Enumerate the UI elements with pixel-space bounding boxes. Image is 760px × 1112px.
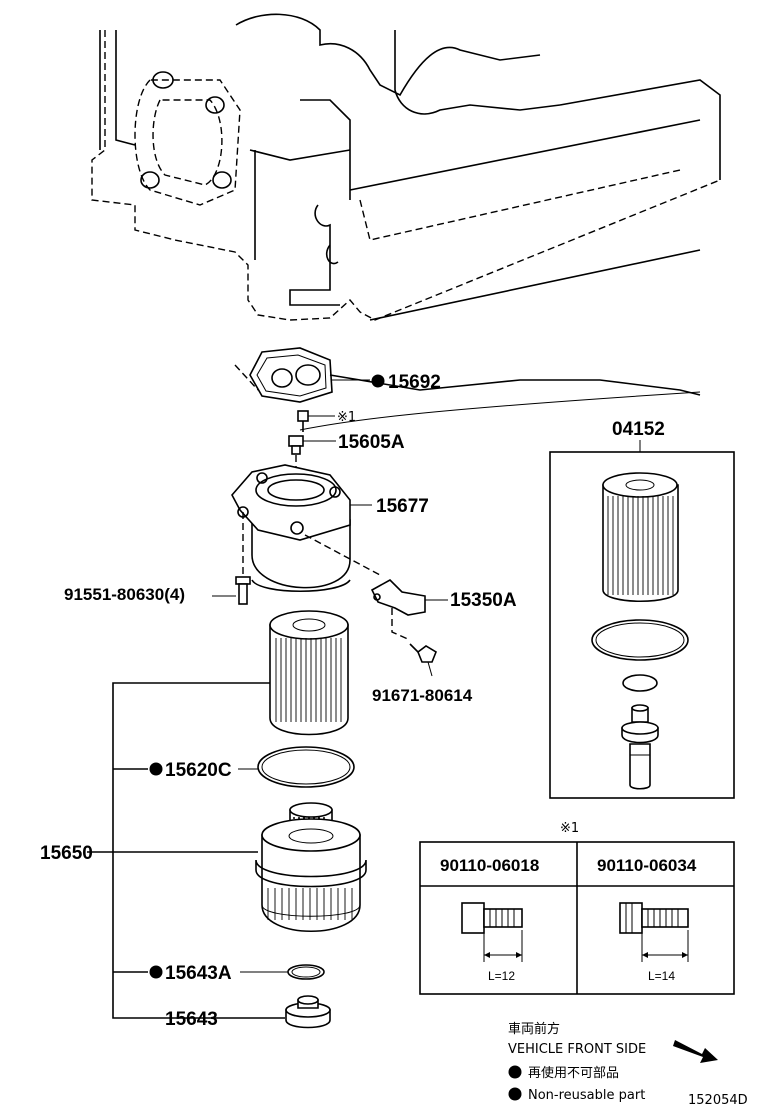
label-91671: 91671-80614: [372, 686, 473, 705]
engine-block: [91, 13, 721, 321]
assembly-bracket: [87, 682, 288, 1019]
table-col2-header: 90110-06034: [597, 856, 697, 875]
label-15677: 15677: [376, 496, 429, 517]
nonreusable-dot-icon: [508, 1087, 522, 1101]
label-15643: 15643: [165, 1009, 218, 1030]
diagram-id: 152054D: [688, 1093, 748, 1108]
filter-element: [269, 610, 349, 736]
label-15350A: 15350A: [450, 590, 517, 611]
kit-small-oring: [622, 674, 658, 692]
screw-91671: [409, 643, 437, 677]
label-15650: 15650: [40, 843, 93, 864]
dim-l12: L=12: [488, 969, 515, 983]
plug-15605A: [288, 435, 336, 475]
legend-front-jp: 車両前方: [508, 1021, 560, 1037]
bolt-06018-drawing: [461, 902, 523, 962]
label-15692: 15692: [388, 372, 441, 393]
drain-plug-15643: [285, 995, 331, 1029]
kit-filter-element: [602, 472, 679, 602]
label-15605A: 15605A: [338, 432, 405, 453]
nonreusable-dot-icon: [371, 374, 385, 388]
gasket-15643A: [287, 964, 325, 980]
filter-cap: [255, 802, 367, 932]
label-04152: 04152: [612, 419, 665, 440]
nonreusable-dot-icon: [149, 762, 163, 776]
nonreusable-dot-icon: [508, 1065, 522, 1079]
filter-bracket-15677: [231, 464, 381, 592]
table-col1-header: 90110-06018: [440, 856, 539, 875]
label-ref1: ※1: [337, 410, 356, 425]
dim-l14: L=14: [648, 969, 675, 983]
kit-04152-box: [549, 451, 735, 799]
bolt-ref1: [297, 410, 335, 432]
label-91551: 91551-80630(4): [64, 585, 185, 604]
nonreusable-dot-icon: [149, 965, 163, 979]
gasket-15692: [234, 347, 701, 431]
table-ref-label: ※1: [560, 821, 579, 836]
label-15643A: 15643A: [165, 963, 232, 984]
oring-15620C: [257, 746, 355, 788]
kit-drain-pipe: [621, 704, 659, 790]
front-arrow-icon: [673, 1040, 718, 1063]
label-15620C: 15620C: [165, 760, 232, 781]
kit-oring: [591, 619, 689, 661]
legend-nonreuse-en: Non-reusable part: [528, 1088, 645, 1103]
bolt-06034-drawing: [619, 902, 689, 962]
bolt-91551: [212, 576, 251, 605]
legend-nonreuse-jp: 再使用不可部品: [528, 1065, 619, 1081]
legend-front-en: VEHICLE FRONT SIDE: [508, 1042, 646, 1057]
sensor-15350A: [370, 579, 448, 641]
bolt-table: [419, 841, 735, 995]
